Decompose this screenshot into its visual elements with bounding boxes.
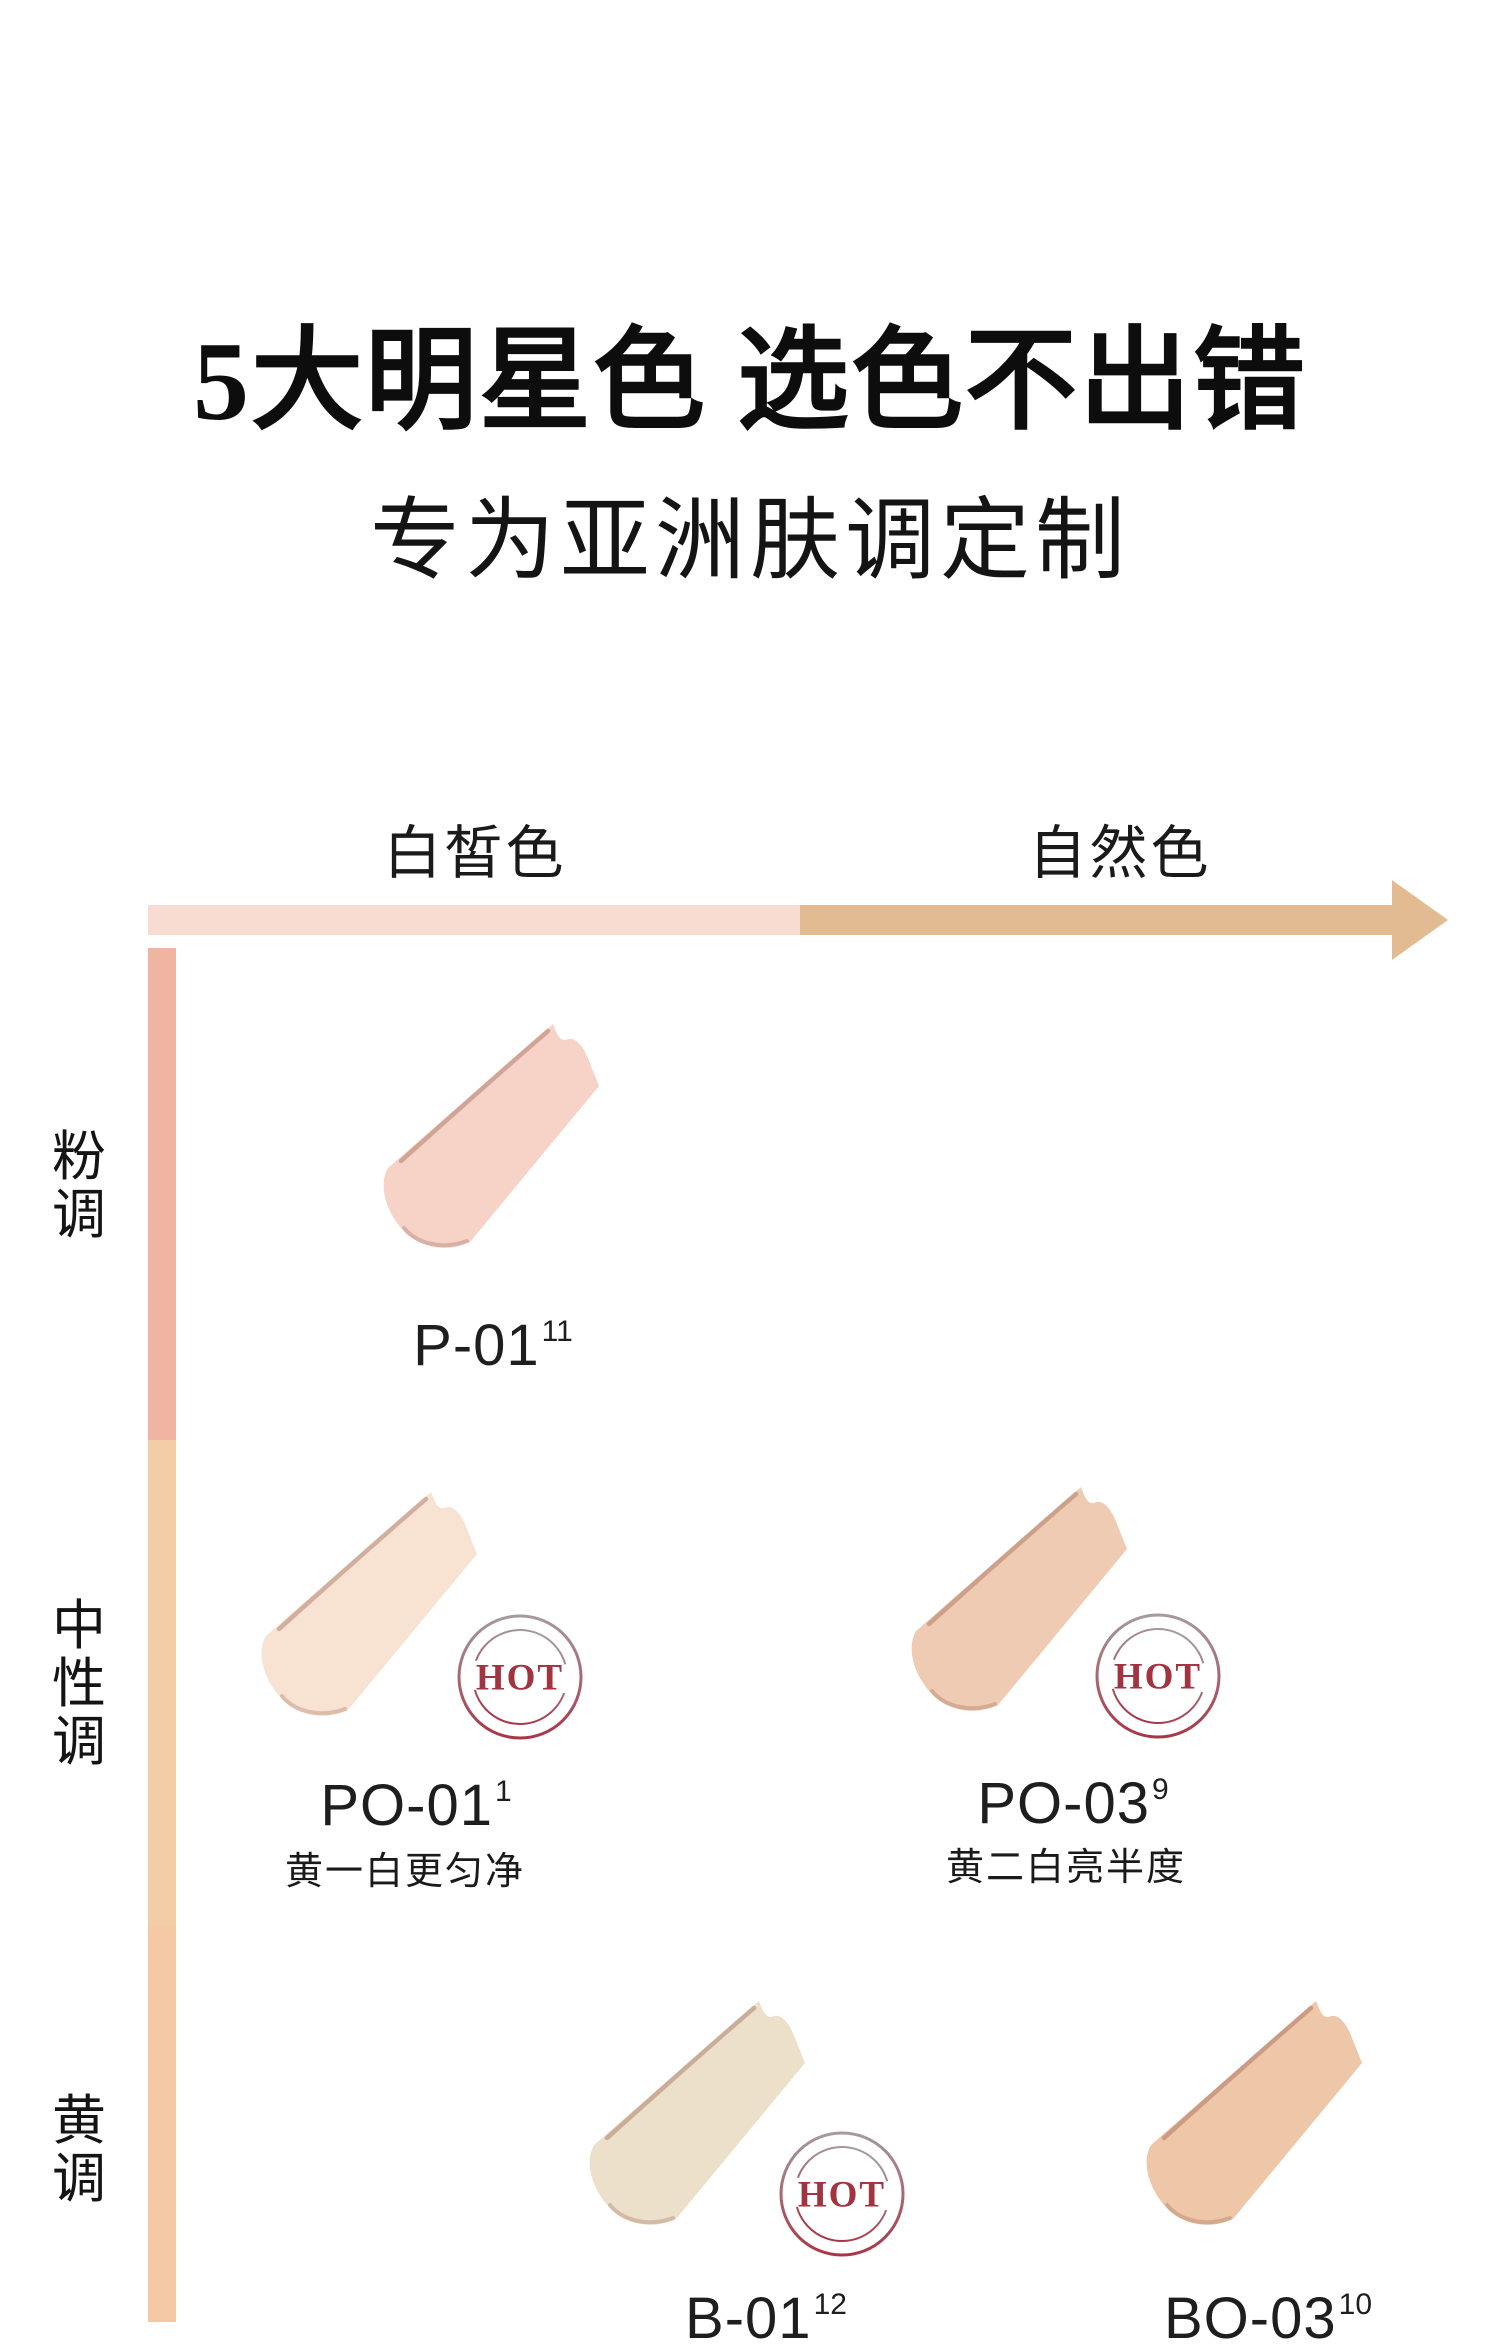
- shade-name: B-01: [685, 2286, 812, 2351]
- x-axis-bar-natural-segment: [800, 905, 1392, 935]
- hot-badge-text: HOT: [1114, 1657, 1202, 1698]
- page-subtitle: 专为亚洲肤调定制: [370, 491, 1130, 591]
- shade-superscript: 1: [494, 1774, 512, 1808]
- hot-badge-po-01: HOT: [457, 1614, 583, 1740]
- shade-label-bo-03: BO-0310: [1163, 2285, 1373, 2352]
- shade-name: PO-01: [320, 1773, 493, 1838]
- shade-label-p-01: P-0111: [413, 1312, 573, 1379]
- hot-badge-text: HOT: [476, 1658, 564, 1699]
- x-axis-bar-fair-segment: [148, 905, 800, 935]
- swatch-bo-03: [1120, 1997, 1370, 2227]
- shade-superscript: 12: [813, 2287, 847, 2321]
- shade-caption-po-01: 黄一白更匀净: [284, 1851, 526, 1893]
- hot-badge-po-03: HOT: [1095, 1613, 1221, 1739]
- page-title: 5大明星色 选色不出错: [193, 320, 1307, 444]
- shade-superscript: 11: [541, 1314, 573, 1348]
- hot-badge-text: HOT: [798, 2175, 886, 2216]
- swatch-p-01: [357, 1020, 607, 1250]
- hot-badge-b-01: HOT: [779, 2131, 905, 2257]
- shade-name: P-01: [413, 1313, 540, 1378]
- y-axis-bar-pink-segment: [148, 948, 176, 1440]
- shade-caption-po-03: 黄二白亮半度: [945, 1847, 1187, 1889]
- shade-label-po-01: PO-011: [320, 1772, 512, 1839]
- x-axis-label-natural: 自然色: [1028, 821, 1212, 886]
- shade-label-po-03: PO-039: [977, 1770, 1169, 1837]
- shade-label-b-01: B-0112: [685, 2285, 847, 2352]
- y-axis-label-yellow-tone: 黄调: [52, 2091, 106, 2209]
- shade-superscript: 10: [1338, 2287, 1373, 2321]
- x-axis-label-fair: 白皙色: [383, 821, 567, 886]
- y-axis-label-neutral-tone: 中性调: [52, 1596, 106, 1772]
- x-axis-arrow-head: [1392, 880, 1448, 960]
- shade-name: PO-03: [977, 1771, 1150, 1836]
- swatch-po-01: [235, 1488, 485, 1718]
- shade-superscript: 9: [1151, 1772, 1169, 1806]
- swatch-b-01: [563, 1997, 813, 2227]
- y-axis-bar-neutral-segment: [148, 1440, 176, 1925]
- y-axis-label-pink-tone: 粉调: [52, 1127, 106, 1245]
- shade-name: BO-03: [1163, 2286, 1337, 2351]
- y-axis-bar-yellow-segment: [148, 1925, 176, 2322]
